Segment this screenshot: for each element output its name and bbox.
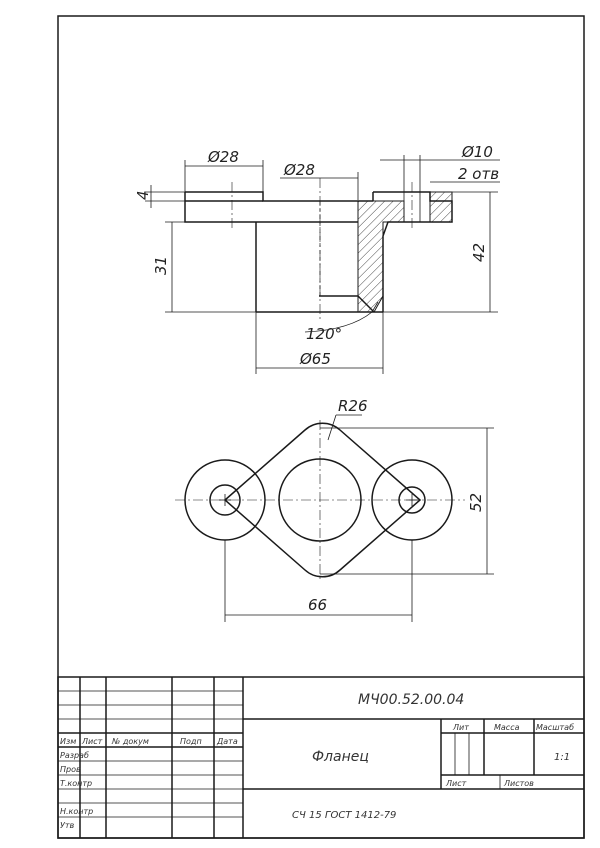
dim-d10: Ø10 — [461, 143, 493, 161]
tb-material: СЧ 15 ГОСТ 1412-79 — [292, 810, 396, 821]
dim-r26: R26 — [338, 397, 368, 415]
front-view — [184, 178, 453, 320]
dim-h42: 42 — [470, 243, 488, 262]
tb-col-mass: Масса — [494, 723, 520, 732]
sheet-border — [57, 15, 585, 839]
tb-col-lit: Лит — [452, 723, 469, 732]
tb-part-name: Фланец — [312, 749, 369, 765]
tb-row-utv: Утв — [60, 821, 75, 830]
dim-d28-mid: Ø28 — [283, 161, 315, 179]
tb-row-tkontr: Т.контр — [60, 779, 92, 788]
dim-h4: 4 — [134, 190, 152, 200]
tb-hdr-list: Лист — [81, 737, 103, 746]
tb-col-scale: Масштаб — [536, 723, 574, 732]
tb-sheets: Листов — [503, 779, 534, 788]
tb-hdr-sign: Подп — [180, 737, 202, 746]
tb-hdr-date: Дата — [216, 737, 238, 746]
dim-d28-left: Ø28 — [207, 148, 239, 166]
top-view — [175, 420, 465, 580]
tb-scale-value: 1:1 — [554, 752, 570, 763]
tb-sheet: Лист — [445, 779, 467, 788]
tb-row-nkontr: Н.контр — [60, 807, 93, 816]
dim-d65: Ø65 — [299, 350, 331, 368]
tb-row-razrab: Разраб — [60, 751, 89, 760]
dim-h31: 31 — [152, 256, 170, 275]
section-hatch — [357, 200, 405, 313]
dim-w66: 66 — [308, 596, 327, 614]
title-block: МЧ00.52.00.04 Фланец СЧ 15 ГОСТ 1412-79 … — [57, 676, 585, 839]
section-hatch-hole — [429, 191, 453, 223]
tb-row-prov: Пров — [60, 765, 81, 774]
front-dimensions: Ø28 Ø28 Ø10 2 отв 4 31 42 120° Ø65 — [134, 143, 500, 374]
tb-hdr-izm: Изм — [60, 737, 76, 746]
top-dimensions: R26 52 66 — [224, 397, 494, 622]
dim-h52: 52 — [467, 493, 485, 512]
dim-angle120: 120° — [306, 325, 342, 343]
tb-hdr-doc: № докум — [111, 737, 149, 746]
dim-holes-count: 2 отв — [458, 165, 499, 183]
tb-designation: МЧ00.52.00.04 — [358, 692, 464, 708]
